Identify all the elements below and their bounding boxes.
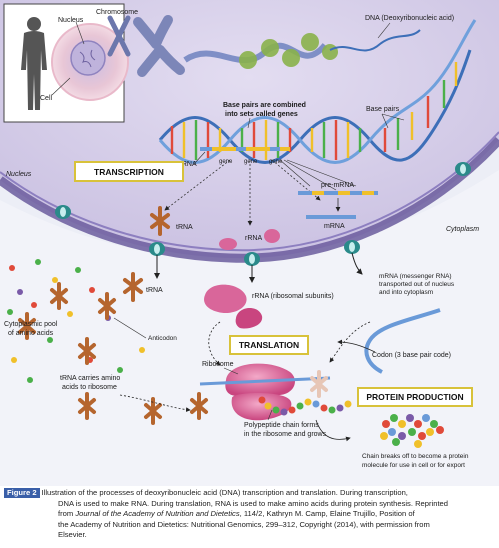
svg-text:TRANSCRIPTION: TRANSCRIPTION [94,167,164,177]
label-nucleus: Nucleus [6,171,32,178]
cell-nucleus [70,40,106,76]
svg-text:TRANSLATION: TRANSLATION [239,340,299,350]
label-gene-2: gene [244,159,258,165]
label-rrna: rRNA [245,235,262,242]
trna-amino-acid-complex [18,282,162,425]
label-chain-breaks-1: Chain breaks off to become a protein [362,453,469,460]
label-nucleus-inset: Nucleus [58,17,84,24]
chromatin-coil [183,29,421,69]
caption-line-5: Elsevier. [58,530,87,540]
nuclear-pore [244,252,260,266]
nuclear-pore [455,162,471,176]
polypeptide-chain [258,396,352,416]
nuclear-pore [344,240,360,254]
caption-line-4: the Academy of Nutrition and Dietetics: … [58,519,430,529]
svg-text:PROTEIN PRODUCTION: PROTEIN PRODUCTION [366,392,463,402]
label-anticodon: Anticodon [148,335,177,342]
protein-production-box: PROTEIN PRODUCTION [357,387,473,407]
cell-inset-panel [3,3,131,123]
label-chain-breaks-2: molecule for use in cell or for export [362,462,465,469]
mature-mrna-strand [306,215,356,219]
chromosome-icon [107,15,131,57]
label-base-pairs-genes-2: into sets called genes [225,111,298,118]
label-dna: DNA (Deoxyribonucleic acid) [365,15,454,22]
caption-line-1: Illustration of the processes of deoxyri… [41,488,408,497]
folded-protein [380,414,444,448]
label-pre-mrna: pre-mRNA [321,182,354,189]
trna-at-ribosome [190,392,208,420]
chromosome [133,15,185,77]
transcription-box: TRANSCRIPTION [74,161,184,182]
label-gene-3: gene [269,159,283,165]
label-cytoplasm: Cytoplasm [446,226,479,233]
label-ribosome: Ribosome [202,361,234,368]
label-mrna-messenger-2: transported out of nucleus [379,281,455,288]
trna-molecule-cytoplasm [123,272,143,302]
journal-title: Journal of the Academy of Nutrition and … [75,509,240,519]
rrna-subunits [204,284,263,329]
person-silhouette [21,17,47,110]
label-codon: Codon (3 base pair code) [372,352,451,359]
caption-line-2: DNA is used to make RNA. During translat… [58,498,448,508]
nuclear-membrane [0,136,499,263]
translation-box: TRANSLATION [229,335,309,355]
trna-released [310,370,328,398]
nuclear-pore [149,242,165,256]
label-cytoplasmic-pool-2: of amino acids [8,330,54,337]
label-cell: Cell [40,95,53,102]
figure-tag: Figure 2 [4,488,40,498]
label-mrna-2: mRNA [324,223,345,230]
label-chromosome: Chromosome [96,9,138,16]
mrna-transported [364,308,441,374]
label-mrna: mRNA [176,161,197,168]
label-polypeptide-2: in the ribosome and grows [244,431,327,438]
label-trna-carries-1: tRNA carries amino [60,375,120,382]
label-trna-carries-2: acids to ribosome [62,384,117,391]
label-polypeptide-1: Polypeptide chain forms [244,422,319,429]
label-gene-1: gene [219,159,233,165]
pre-mrna-strand [298,191,378,195]
mrna-strand-nucleus [200,147,290,151]
label-mrna-messenger-1: mRNA (messenger RNA) [379,273,452,280]
label-trna: tRNA [176,224,193,231]
label-rrna-subunits: rRNA (ribosomal subunits) [252,293,334,300]
label-trna-2: tRNA [146,287,163,294]
label-base-pairs: Base pairs [366,106,400,113]
rrna-molecule [219,229,280,250]
label-base-pairs-genes-1: Base pairs are combined [223,102,306,109]
label-cytoplasmic-pool-1: Cytoplasmic pool [4,321,58,328]
amino-acid-pool [7,259,145,383]
label-mrna-messenger-3: and into cytoplasm [379,289,433,296]
caption-line-3: from Journal of the Academy of Nutrition… [58,509,415,519]
nuclear-pore [55,205,71,219]
trna-molecule [150,206,170,236]
dna-transcription-translation-figure: Chromosome Nucleus Cell DNA (Deoxyribonu… [0,0,499,486]
